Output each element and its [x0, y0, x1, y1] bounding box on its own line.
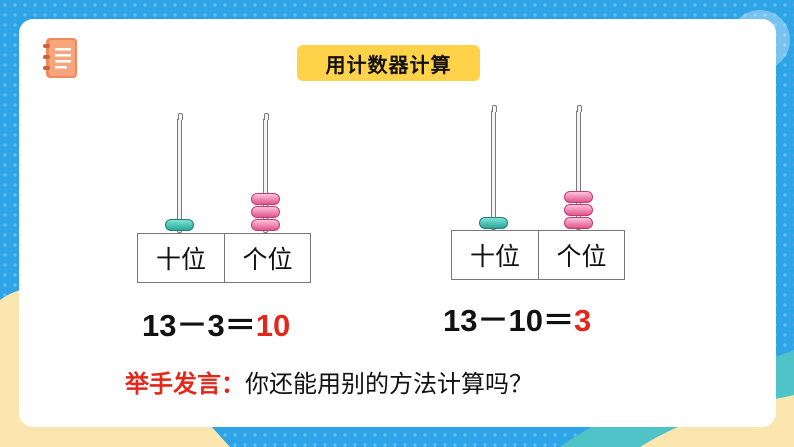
question-prompt: 举手发言：你还能用别的方法计算吗？ [125, 364, 533, 399]
ones-label: 个位 [538, 231, 624, 279]
tens-bead [165, 219, 194, 231]
ones-bead [251, 206, 280, 218]
tens-label: 十位 [452, 231, 538, 279]
tens-rod [177, 118, 182, 233]
ones-bead [564, 191, 593, 203]
place-value-table: 十位 个位 [451, 230, 625, 280]
question-label: 举手发言： [125, 369, 245, 398]
place-value-table: 十位 个位 [137, 233, 311, 283]
tens-bead [479, 217, 508, 229]
ones-bead [564, 204, 593, 216]
ones-bead [251, 219, 280, 231]
ones-bead [251, 193, 280, 205]
ones-label: 个位 [224, 234, 310, 282]
equation: 13－3＝10 [142, 300, 290, 345]
equation: 13－10＝3 [443, 295, 591, 340]
equation-result: 3 [574, 303, 591, 338]
equation-expression: 13－10＝ [443, 303, 574, 338]
page-title: 用计数器计算 [297, 45, 480, 81]
notebook-icon [43, 36, 79, 80]
equation-expression: 13－3＝ [142, 308, 256, 343]
tens-rod [491, 110, 496, 230]
tens-label: 十位 [138, 234, 224, 282]
equation-result: 10 [256, 308, 290, 343]
question-text: 你还能用别的方法计算吗？ [245, 370, 533, 398]
ones-bead [564, 217, 593, 229]
